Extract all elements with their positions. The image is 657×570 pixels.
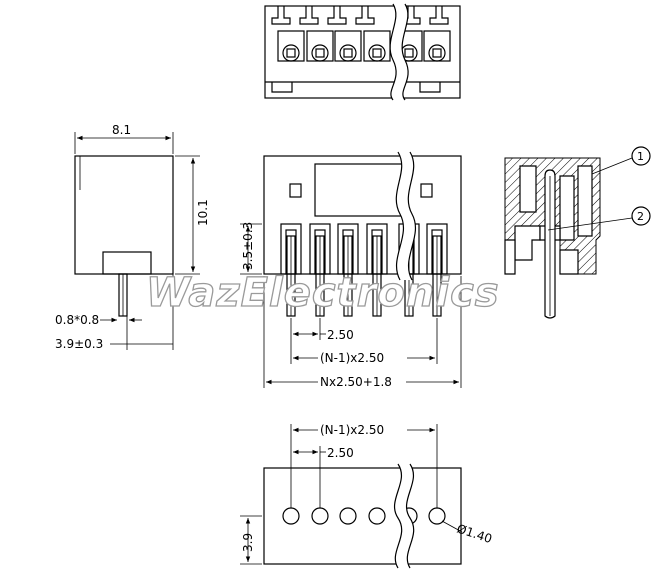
callout-1: 1 xyxy=(637,150,644,163)
front-view: 3.5±0.3 2.50 (N-1)x2.50 Nx2.50+1.8 xyxy=(240,151,462,389)
dim-overall-width: Nx2.50+1.8 xyxy=(320,375,392,389)
dim-front-height: 3.5±0.3 xyxy=(241,222,255,270)
top-view xyxy=(264,3,461,101)
section-view: 1 2 xyxy=(504,146,651,319)
dim-pin-size: 0.8*0.8 xyxy=(55,313,99,327)
callout-2: 2 xyxy=(637,210,644,223)
front-pins xyxy=(280,223,448,317)
dim-span-pcb: (N-1)x2.50 xyxy=(320,423,384,437)
dim-side-height: 10.1 xyxy=(196,199,210,226)
side-view: 8.1 10.1 0.8*0.8 3.9±0.3 xyxy=(55,123,210,351)
dim-pcb-row-offset: 3.9 xyxy=(241,533,255,552)
dim-span-front: (N-1)x2.50 xyxy=(320,351,384,365)
dim-side-width: 8.1 xyxy=(112,123,131,137)
dim-pitch-front: 2.50 xyxy=(327,328,354,342)
top-contacts xyxy=(277,30,451,62)
pcb-layout: (N-1)x2.50 2.50 3.9 Ø1.40 xyxy=(240,423,494,569)
dim-pitch-pcb: 2.50 xyxy=(327,446,354,460)
dim-pin-length: 3.9±0.3 xyxy=(55,337,103,351)
watermark: WazElectronics xyxy=(146,270,500,316)
top-latches xyxy=(271,6,449,25)
pcb-holes xyxy=(282,507,446,525)
